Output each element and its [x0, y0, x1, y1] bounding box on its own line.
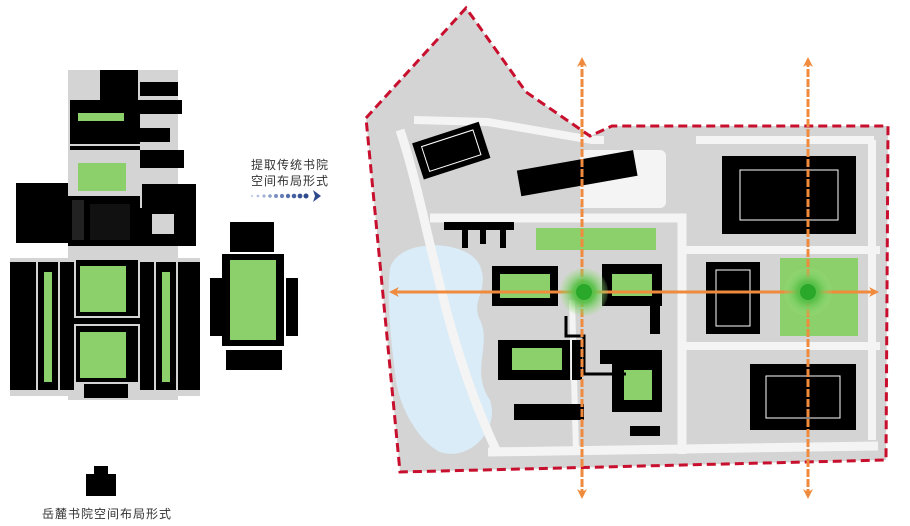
yuelu-academy-plan	[10, 70, 200, 496]
node-icon	[560, 268, 832, 316]
campus-plan	[364, 5, 890, 474]
extract-label-line1: 提取传统书院	[251, 158, 330, 172]
yuelu-caption: 岳麓书院空间布局形式	[42, 507, 173, 521]
arrow-right-icon	[250, 190, 321, 202]
extract-label-line2: 空间布局形式	[251, 174, 330, 188]
abstract-academy-form	[210, 222, 298, 370]
